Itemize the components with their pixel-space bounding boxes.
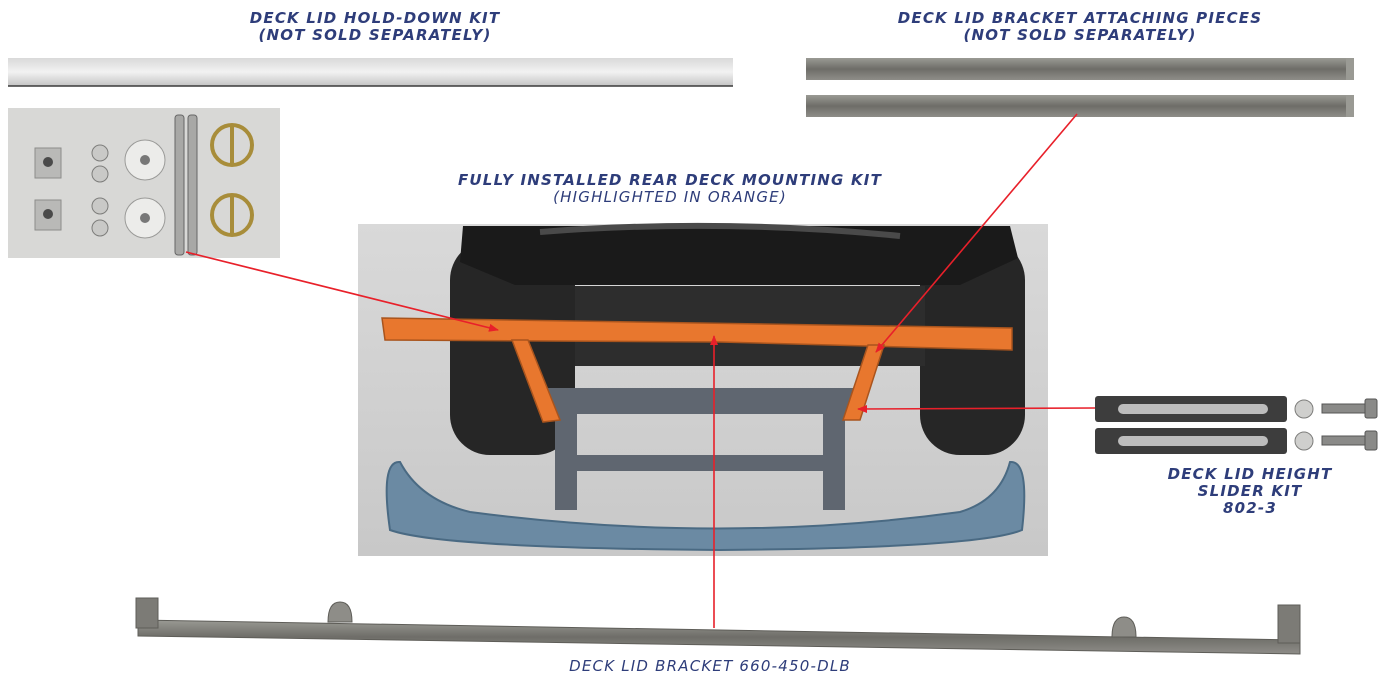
deck-lid-bracket-part-label: DECK LID BRACKET 660-450-DLB: [569, 657, 851, 675]
slider-kit-label: DECK LID HEIGHT SLIDER KIT 802-3: [1140, 466, 1360, 517]
hold-down-kit-note: (NOT SOLD SEPARATELY): [258, 26, 492, 44]
slider-kit-title-line1: DECK LID HEIGHT: [1167, 465, 1333, 483]
slider-plate-icon: [1095, 396, 1287, 454]
installed-kit-photo: [358, 222, 1048, 556]
hold-down-kit-photo: [8, 108, 280, 258]
callout-arrows: [185, 113, 1096, 628]
hold-down-kit-label: DECK LID HOLD-DOWN KIT (NOT SOLD SEPARAT…: [200, 10, 550, 44]
attaching-pieces-note: (NOT SOLD SEPARATELY): [963, 26, 1197, 44]
attaching-pieces-label: DECK LID BRACKET ATTACHING PIECES (NOT S…: [880, 10, 1280, 44]
nut-icon: [91, 144, 109, 237]
slider-kit-arrow: [857, 404, 1096, 413]
lynch-pin-icon: [210, 123, 254, 237]
bumper: [385, 460, 1026, 552]
hold-down-kit-title: DECK LID HOLD-DOWN KIT: [249, 9, 501, 27]
installed-kit-label: FULLY INSTALLED REAR DECK MOUNTING KIT (…: [410, 172, 930, 206]
attaching-pieces-photo: [806, 58, 1354, 117]
attaching-pieces-title: DECK LID BRACKET ATTACHING PIECES: [897, 9, 1263, 27]
washer-icon: [124, 139, 166, 239]
attaching-pieces-arrow: [875, 113, 1078, 353]
washer-icon: [1294, 399, 1314, 451]
hold-down-kit-bar: [8, 58, 733, 87]
slider-kit-photo: [1095, 396, 1378, 454]
deck-lid-bracket-photo: [135, 597, 1301, 655]
frame: [545, 388, 855, 510]
orange-deck-bracket: [381, 317, 1013, 423]
slider-kit-part-number: 802-3: [1223, 499, 1277, 517]
installed-kit-note: (HIGHLIGHTED IN ORANGE): [553, 188, 787, 206]
bolt-icon: [1321, 398, 1378, 451]
installed-kit-title: FULLY INSTALLED REAR DECK MOUNTING KIT: [457, 171, 883, 189]
deck-lid-bracket-label: DECK LID BRACKET 660-450-DLB: [470, 658, 950, 675]
mounting-tab-icon: [34, 147, 62, 231]
hold-down-arrow: [185, 251, 499, 332]
slider-kit-title-line2: SLIDER KIT: [1197, 482, 1303, 500]
hood-pin-icon: [174, 114, 198, 256]
